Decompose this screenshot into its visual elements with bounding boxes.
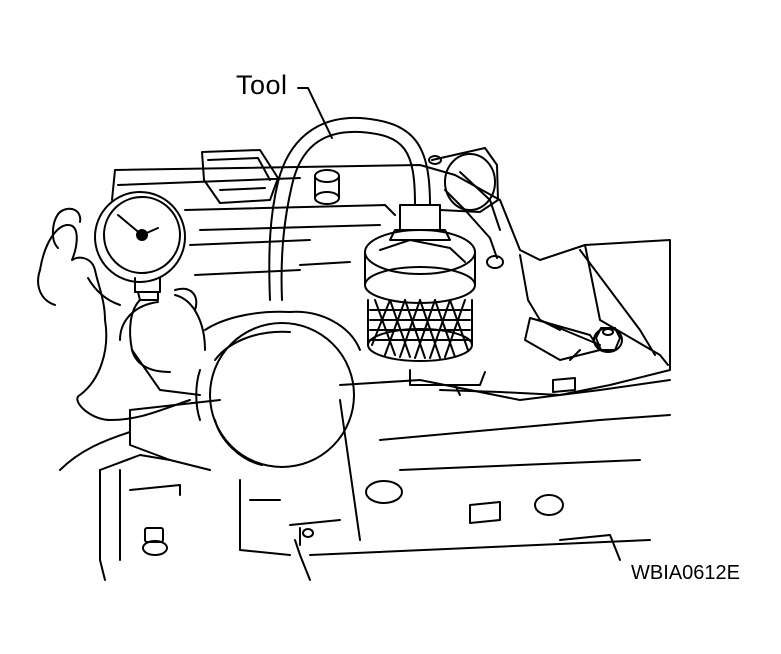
tester-pump-bulb bbox=[120, 295, 360, 467]
tool-adapter bbox=[365, 205, 475, 361]
figure-code: WBIA0612E bbox=[631, 562, 740, 584]
tester-hose bbox=[269, 118, 430, 300]
reservoir-cap-top-left bbox=[202, 150, 278, 203]
tool-label: Tool bbox=[236, 70, 288, 100]
tool-leader-line bbox=[298, 88, 332, 138]
pressure-gauge bbox=[95, 192, 185, 300]
bolt-bracket bbox=[410, 318, 622, 395]
engine-body-outline bbox=[112, 165, 670, 395]
hand bbox=[38, 209, 196, 470]
center-post bbox=[315, 170, 339, 204]
upper-hose bbox=[429, 148, 503, 268]
lower-bolts bbox=[143, 528, 313, 555]
radiator-support-frame bbox=[100, 380, 670, 580]
